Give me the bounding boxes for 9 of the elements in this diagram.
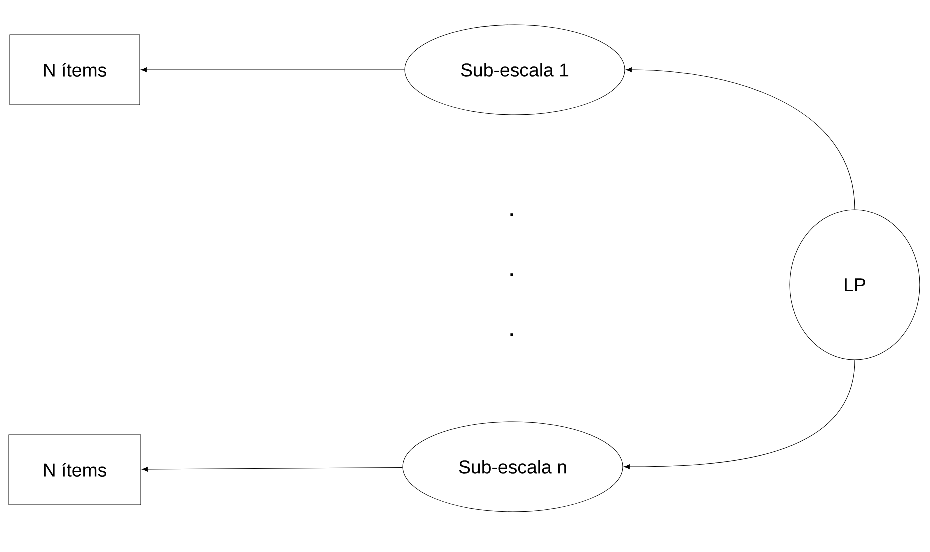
ellipsis-dot: . bbox=[510, 334, 514, 336]
ellipsis-dot: . bbox=[510, 214, 514, 216]
item-box: N ítems bbox=[8, 434, 142, 506]
arrow bbox=[626, 68, 856, 210]
arrow bbox=[141, 68, 405, 72]
arrow bbox=[142, 467, 404, 472]
item-box: N ítems bbox=[10, 34, 140, 106]
ellipsis-dot: . bbox=[510, 274, 514, 276]
arrow bbox=[624, 360, 856, 470]
